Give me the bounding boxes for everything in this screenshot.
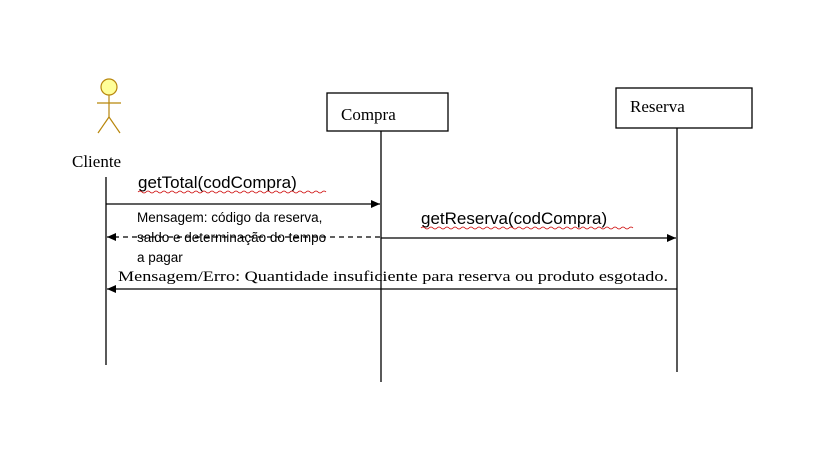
spellcheck-underline [420,226,634,230]
message-get-reserva: getReserva(codCompra) [381,209,676,242]
message-error-label: Mensagem/Erro: Quantidade insuficiente p… [118,269,668,285]
participant-compra-label: Compra [341,105,396,124]
message-get-reserva-label: getReserva(codCompra) [421,209,607,228]
actor-right-leg [108,116,121,134]
spellcheck-underline [137,190,327,194]
message-return-line1: Mensagem: código da reserva, [137,210,322,225]
participant-reserva-label: Reserva [630,97,685,116]
actor-left-leg [97,116,110,134]
participant-reserva-box [615,87,753,129]
participant-reserva: Reserva [615,87,753,129]
message-get-total: getTotal(codCompra) [106,173,380,208]
actor-label: Cliente [72,152,121,171]
actor-head [100,78,118,96]
actor-cliente: Cliente [72,78,121,171]
participant-compra: Compra [326,92,449,132]
message-error: Mensagem/Erro: Quantidade insuficiente p… [107,269,677,293]
message-return-compra: Mensagem: código da reserva, saldo e det… [107,210,380,265]
message-get-total-label: getTotal(codCompra) [138,173,297,192]
participant-compra-box [326,92,449,132]
message-return-line3: a pagar [137,250,183,265]
